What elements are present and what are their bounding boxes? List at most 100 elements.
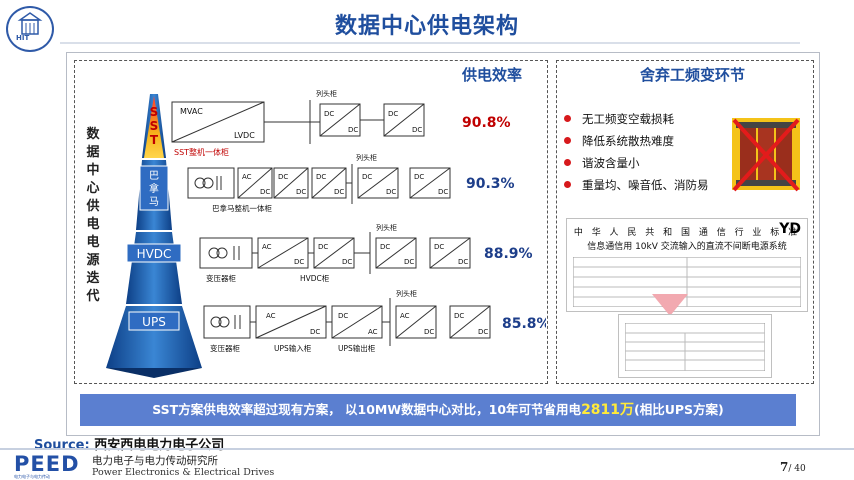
efficiency-sst: 90.8%: [462, 115, 511, 131]
page-title: 数据中心供电架构: [334, 14, 519, 39]
arrow-down-icon: [652, 294, 688, 316]
efficiency-panel: [74, 60, 548, 384]
footer-divider: [0, 448, 854, 450]
tier-label-sst-t: T: [150, 133, 159, 147]
panama-cabinet-label: 巴拿马整机一体柜: [212, 203, 272, 213]
converter-dc-label: DC: [316, 173, 326, 181]
converter-ac-label: AC: [262, 243, 272, 251]
banner-text-after: (相比UPS方案): [634, 402, 724, 417]
bullet-dot-icon: [564, 115, 571, 122]
standard-heading: 中 华 人 民 共 和 国 通 信 行 业 标 准: [573, 228, 801, 238]
converter-dc-label: DC: [478, 328, 488, 336]
converter-dc-label: DC: [342, 258, 352, 266]
converter-dc-label: DC: [458, 258, 468, 266]
tier-label-sst-s1: S: [150, 105, 159, 119]
vertical-label-char: 电: [86, 235, 100, 250]
converter-dc-label: DC: [386, 188, 396, 196]
vertical-label-char: 电: [86, 217, 100, 232]
converter-dc-label: DC: [424, 328, 434, 336]
efficiency-panama: 90.3%: [466, 176, 515, 192]
source-name: 西安西电电力电子公司: [94, 438, 225, 453]
banner-highlight: 2811万: [581, 402, 635, 418]
hvdc-cabinet-label: HVDC柜: [300, 273, 330, 283]
page-current: 7: [780, 460, 789, 474]
converter-dc-label: DC: [260, 188, 270, 196]
benefit-item: 谐波含量小: [562, 152, 709, 174]
ups-column-head: 列头柜: [396, 289, 417, 298]
vertical-label-char: 代: [86, 289, 100, 304]
benefit-item: 无工频变空载损耗: [562, 108, 709, 130]
converter-dc-label: DC: [388, 110, 398, 118]
bullet-dot-icon: [564, 137, 571, 144]
converter-ac-label: AC: [400, 312, 410, 320]
tier-label-panama-2: 拿: [149, 182, 159, 195]
bullet-dot-icon: [564, 181, 571, 188]
banner-text-before: SST方案供电效率超过现有方案， 以10MW数据中心对比，10年可节省用电: [152, 402, 582, 417]
peed-logo-subtitle: 电力电子与电力传动: [14, 474, 50, 479]
benefit-list: 无工频变空载损耗 降低系统散热难度 谐波含量小 重量均、噪音低、消防易: [562, 108, 709, 196]
ups-input-label: UPS输入柜: [274, 343, 312, 353]
sst-column-head: 列头柜: [316, 89, 337, 98]
result-table-document: [618, 314, 772, 378]
sst-cabinet-label: SST整机一体柜: [174, 147, 229, 157]
converter-dc-label: DC: [414, 173, 424, 181]
vertical-label: 数据中心供电电源迭代: [84, 126, 102, 306]
converter-dc-label: DC: [438, 188, 448, 196]
converter-ac-label: AC: [266, 312, 276, 320]
tier-label-hvdc: HVDC: [137, 247, 172, 261]
tier-label-panama-1: 巴: [149, 170, 159, 182]
institute-name-en: Power Electronics & Electrical Drives: [92, 467, 275, 478]
converter-dc-label: DC: [434, 243, 444, 251]
vertical-label-char: 迭: [86, 271, 100, 286]
tier-label-ups: UPS: [142, 315, 166, 329]
converter-dc-label: DC: [412, 126, 422, 134]
result-table: [625, 323, 765, 371]
converter-dc-label: DC: [362, 173, 372, 181]
ups-transformer-label: 变压器柜: [210, 343, 240, 353]
ups-output-label: UPS输出柜: [338, 343, 376, 353]
benefit-item: 重量均、噪音低、消防易: [562, 174, 709, 196]
building-icon: [17, 12, 43, 35]
sst-row: MVAC LVDC SST整机一体柜 列头柜 90.8%: [171, 89, 511, 157]
converter-dc-label: DC: [334, 188, 344, 196]
transformer-crossed-icon: [732, 118, 800, 192]
pyramid-tier-hvdc: [126, 232, 182, 304]
tier-label-panama-3: 马: [149, 196, 159, 208]
vertical-label-char: 数: [86, 127, 100, 142]
hvdc-row: 变压器柜 HVDC柜 列头柜 88.9%: [199, 223, 533, 283]
converter-dc-label: DC: [380, 243, 390, 251]
standard-title: 信息通信用 10kV 交流输入的直流不间断电源系统: [587, 242, 787, 252]
panama-row: 巴拿马整机一体柜 列头柜 90.3%: [187, 153, 515, 213]
vertical-label-char: 中: [86, 163, 100, 178]
converter-dc-label: DC: [404, 258, 414, 266]
efficiency-hvdc: 88.9%: [484, 246, 533, 262]
hvdc-column-head: 列头柜: [376, 223, 397, 232]
pyramid-tier-sst: [144, 96, 164, 158]
vertical-label-char: 据: [86, 145, 100, 160]
vertical-label-char: 供: [86, 199, 100, 214]
sst-converter-top: MVAC: [180, 107, 203, 116]
efficiency-panel-title: 供电效率: [462, 66, 523, 84]
vertical-label-char: 源: [86, 253, 100, 268]
hvdc-transformer-label: 变压器柜: [206, 273, 236, 283]
converter-dc-label: DC: [294, 258, 304, 266]
power-architecture-diagram: UPS HVDC 巴 拿 马 S S T MVAC LVDC SST整机一体柜 …: [106, 89, 546, 378]
efficiency-ups: 85.8%: [502, 316, 546, 332]
conclusion-banner: SST方案供电效率超过现有方案， 以10MW数据中心对比，10年可节省用电281…: [80, 394, 796, 426]
bullet-dot-icon: [564, 159, 571, 166]
institute-name-cn: 电力电子与电力传动研究所: [92, 455, 218, 467]
university-logo: [6, 6, 54, 52]
converter-dc-label: DC: [318, 243, 328, 251]
converter-dc-label: DC: [348, 126, 358, 134]
ups-row: 变压器柜 UPS输入柜 UPS输出柜 列头柜 85.8%: [203, 289, 546, 353]
vertical-label-char: 心: [86, 181, 100, 196]
converter-dc-label: DC: [278, 173, 288, 181]
converter-dc-label: DC: [310, 328, 320, 336]
converter-dc-label: DC: [338, 312, 348, 320]
sst-converter-bottom: LVDC: [234, 131, 255, 140]
peed-logo: PEED: [14, 452, 80, 476]
source-line: Source: 西安西电电力电子公司: [34, 434, 224, 453]
source-label: Source:: [34, 438, 90, 453]
standard-logo: YD: [779, 221, 801, 237]
